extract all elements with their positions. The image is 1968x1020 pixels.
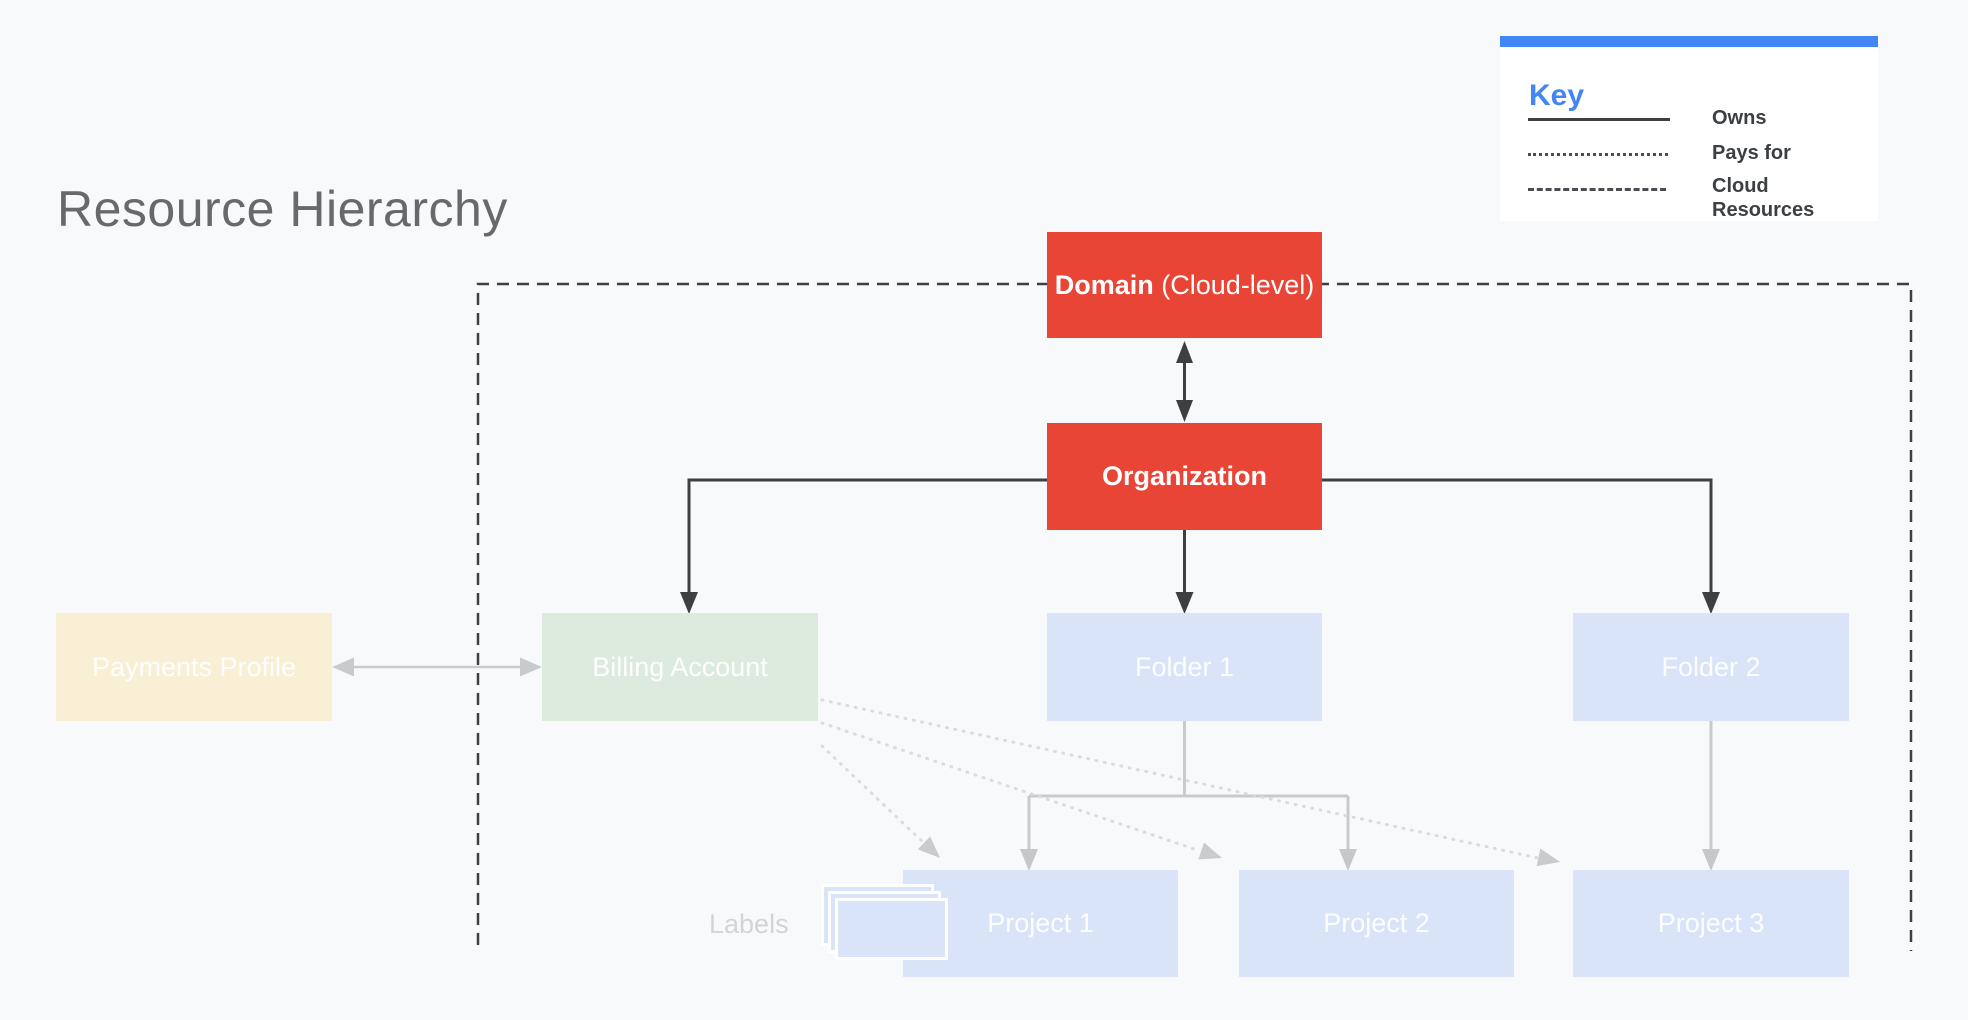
domain-sublabel: (Cloud-level) [1153,269,1315,300]
folder-project-connectors [1027,721,1713,850]
labels-stack-icon [835,898,948,960]
owns-arrowheads [680,341,1720,614]
legend-label-cloud-resources: Cloud Resources [1712,175,1815,221]
folder-project-arrowheads [1020,849,1720,871]
legend-title: Key [1529,79,1585,112]
node-organization: Organization [1047,423,1322,530]
owns-connectors [687,360,1713,594]
node-project-3: Project 3 [1573,870,1849,977]
project-3-label: Project 3 [1657,908,1765,938]
billing-account-label: Billing Account [592,651,768,682]
labels-caption: Labels [709,909,789,939]
folder-1-label: Folder 1 [1134,651,1235,682]
legend-line-solid [1528,118,1670,121]
legend-line-dashed [1528,188,1666,191]
node-folder-1: Folder 1 [1047,613,1322,721]
pays-for-arrowheads [917,836,1560,867]
payments-profile-label: Payments Profile [91,651,297,682]
project-2-label: Project 2 [1323,908,1430,938]
node-billing-account: Billing Account [542,613,818,721]
project-1-label: Project 1 [987,908,1094,938]
node-project-1: Project 1 [903,870,1178,977]
node-domain: Domain (Cloud-level) [1047,232,1322,338]
domain-label: Domain [1054,269,1154,300]
payments-billing-arrow [332,657,542,677]
node-project-2: Project 2 [1239,870,1514,977]
legend-label-owns: Owns [1712,107,1767,129]
organization-label: Organization [1101,461,1267,491]
pays-for-connectors [820,698,1540,860]
node-payments-profile: Payments Profile [56,613,332,721]
legend-line-dotted [1528,153,1668,156]
page-title: Resource Hierarchy [57,181,508,237]
folder-2-label: Folder 2 [1661,651,1761,682]
cloud-resources-boundary [476,282,1913,951]
node-folder-2: Folder 2 [1573,613,1849,721]
legend: Key Owns Pays for Cloud Resources [1500,36,1878,221]
legend-label-pays-for: Pays for [1712,142,1791,164]
legend-accent-bar [1500,36,1878,47]
